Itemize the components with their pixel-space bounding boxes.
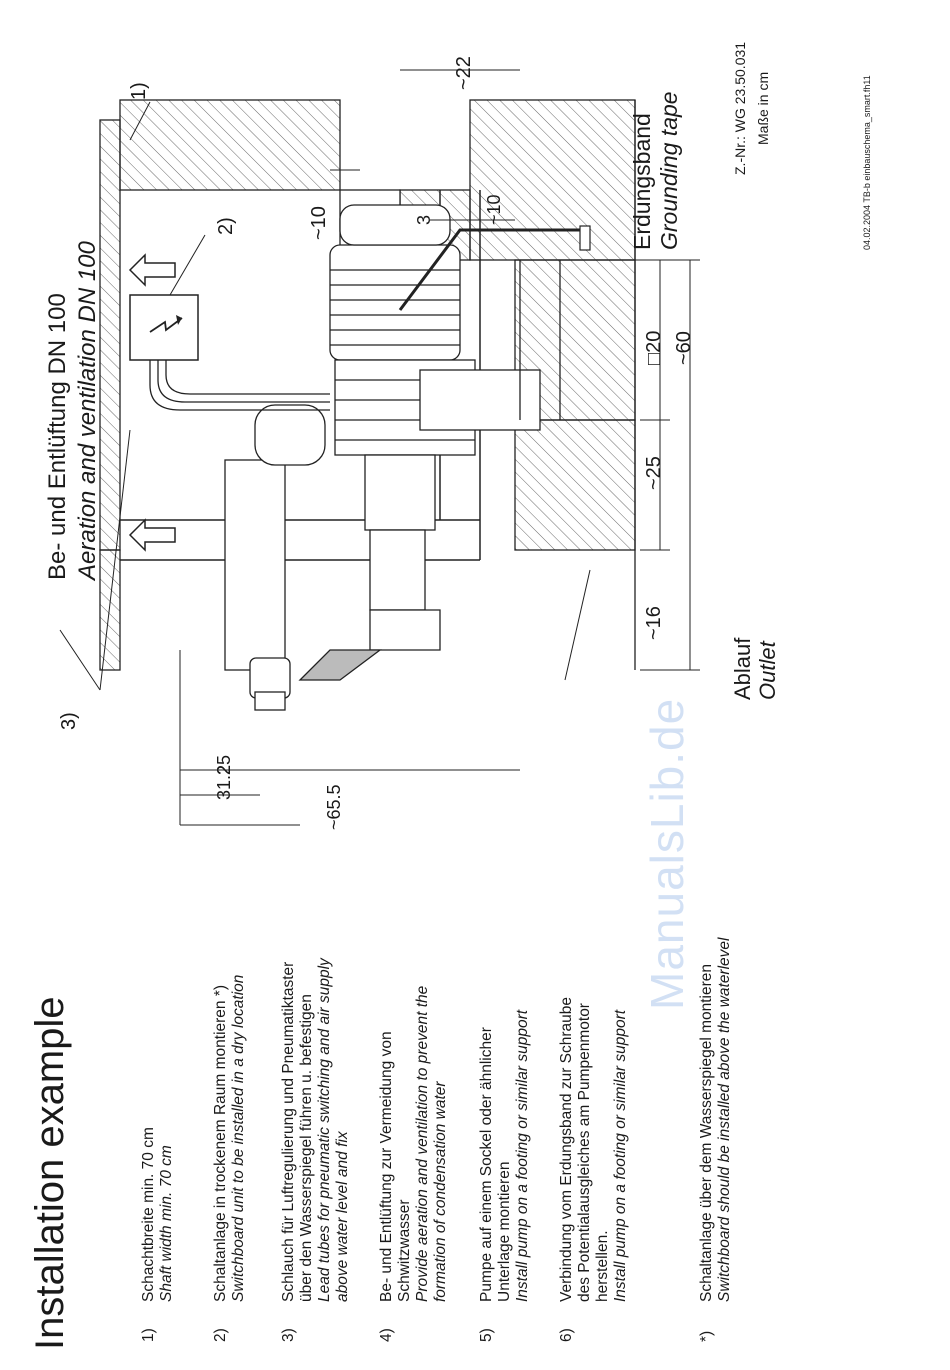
dim-25a: ~25 <box>643 456 665 490</box>
dimension-lines <box>59 69 700 826</box>
ventilation-label-de: Be- und Entlüftung DN 100 <box>44 293 71 580</box>
outlet-label-en: Outlet <box>755 640 780 700</box>
dim-25b: 25 <box>214 755 234 775</box>
pneumatic-tubes <box>149 360 330 411</box>
grounding-label-de: Erdungsband <box>629 113 655 250</box>
watermark: ManualsLib.de <box>641 697 693 1010</box>
drawing-number: Z.-Nr.: WG 23.50.031 <box>732 42 748 175</box>
dim-10b: ~10 <box>484 194 504 225</box>
diagram-labels: Be- und Entlüftung DN 100 Aeration and v… <box>44 42 872 830</box>
dim-65-5: ~65.5 <box>324 784 344 830</box>
pump-assembly <box>224 204 561 711</box>
grounding-tape <box>398 225 591 311</box>
callout-2: 2) <box>215 217 237 235</box>
dim-20: □20 <box>643 331 665 365</box>
grounding-label-en: Grounding tape <box>656 91 682 250</box>
outlet-label-de: Ablauf <box>730 637 755 700</box>
dim-31-2: 31.2 <box>214 765 234 800</box>
callout-3: 3) <box>58 712 80 730</box>
units-note: Maße in cm <box>755 72 771 145</box>
ventilation-label-en: Aeration and ventilation DN 100 <box>74 240 101 582</box>
dim-60: ~60 <box>673 331 695 365</box>
file-footer: 04.02.2004 TB-b einbauschema_smart.fh11 <box>862 75 872 250</box>
switchboard-box <box>129 294 199 361</box>
dim-22: ~22 <box>453 56 475 90</box>
dim-3: 3 <box>414 215 434 225</box>
dim-16: ~16 <box>643 606 665 640</box>
dim-10a: ~10 <box>308 206 330 240</box>
callout-1: 1) <box>128 82 150 100</box>
